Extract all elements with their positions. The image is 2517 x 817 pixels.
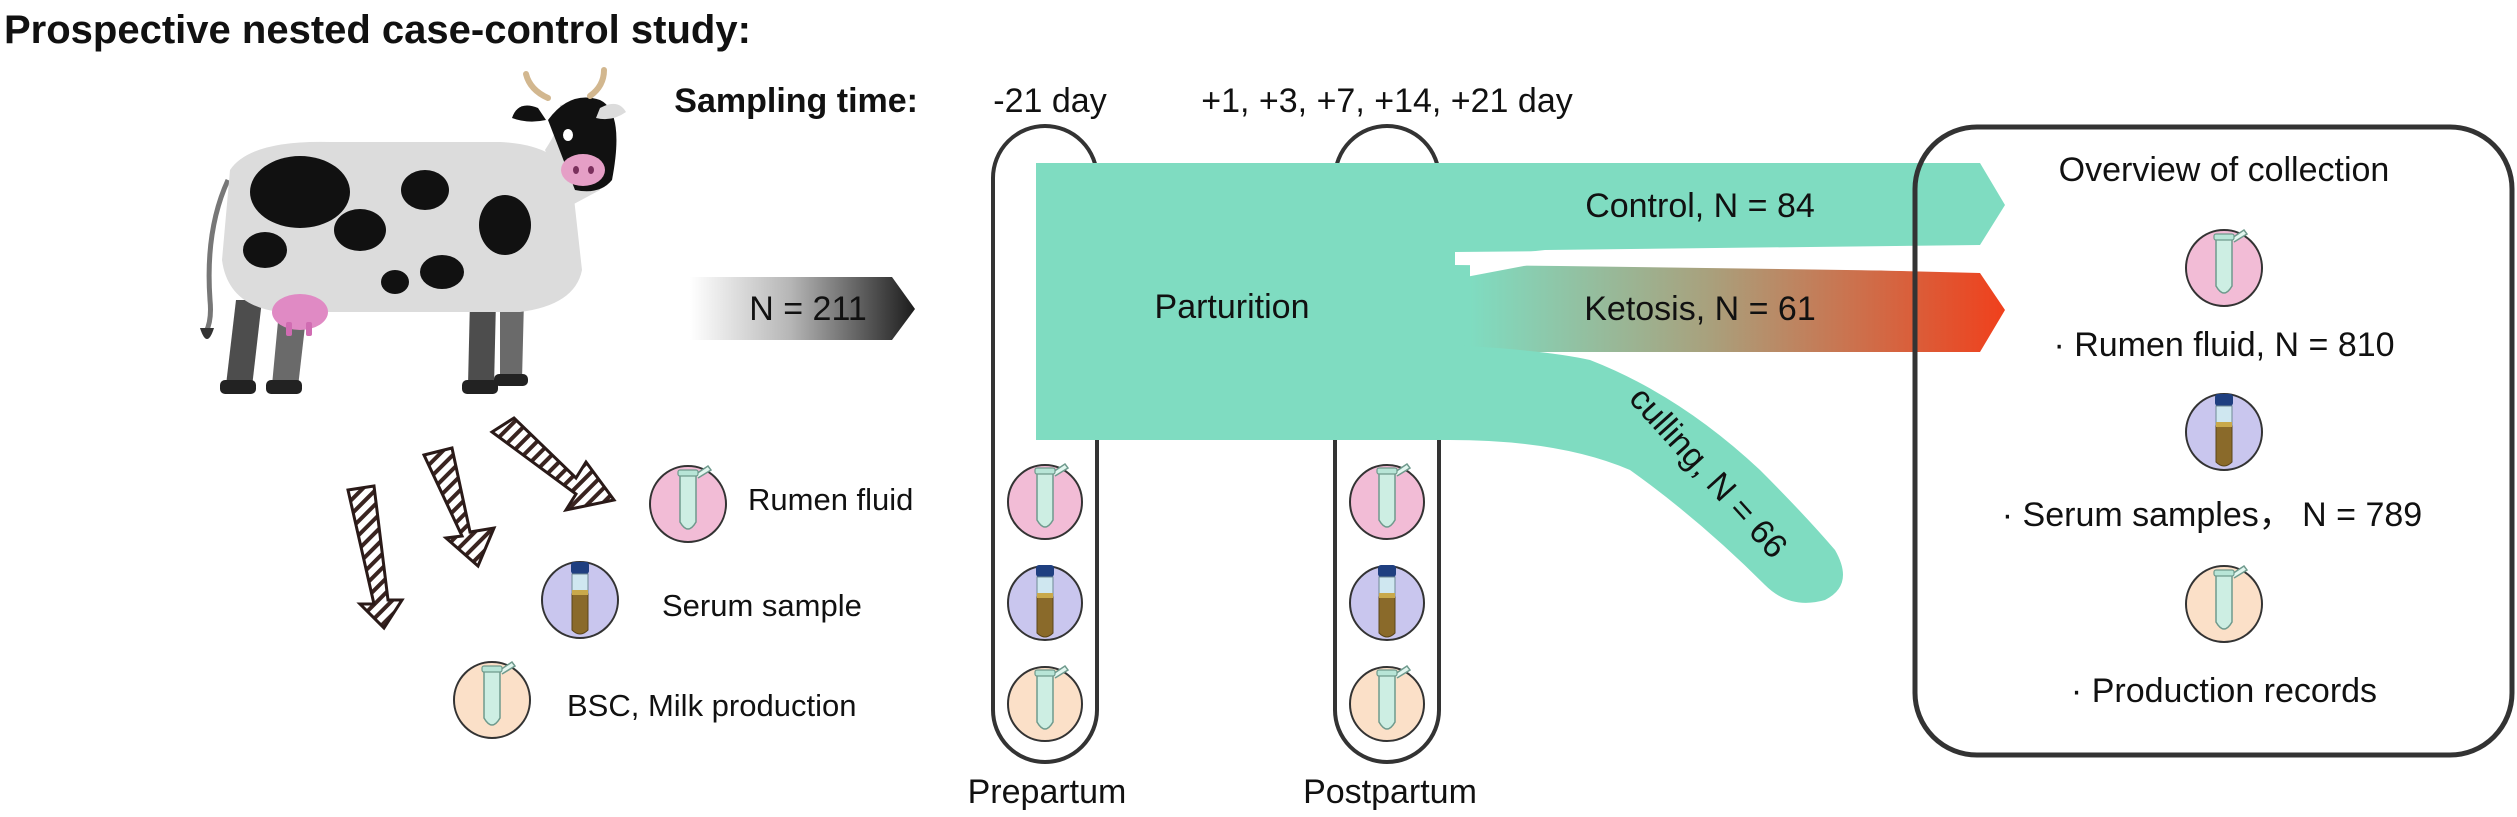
parturition-block: [1036, 163, 1470, 440]
prepartum-label: Prepartum: [968, 773, 1127, 811]
postpartum-sampling-days: +1, +3, +7, +14, +21 day: [1201, 82, 1572, 120]
cow-illustration: [200, 67, 626, 394]
bsc-milk-label: BSC, Milk production: [567, 688, 856, 723]
input-arrow: N = 211: [690, 277, 915, 340]
overview-serum-count: · Serum samples， N = 789: [2002, 496, 2422, 534]
sample-legend-serum: Serum sample: [541, 561, 862, 639]
postpartum-label: Postpartum: [1303, 773, 1477, 811]
parturition-flow: [1036, 163, 2005, 603]
overview-title: Overview of collection: [2059, 151, 2390, 189]
overview-production-records: · Production records: [2071, 672, 2377, 710]
sample-legend-rumen: Rumen fluid: [649, 465, 913, 543]
prepartum-sampling-day: -21 day: [993, 82, 1106, 120]
serum-sample-label: Serum sample: [662, 588, 862, 623]
diagram-title: Prospective nested case-control study:: [4, 8, 751, 52]
prepartum-serum-tube-icon: [1035, 564, 1055, 638]
input-count-label: N = 211: [749, 290, 867, 328]
postpartum-samples: [1349, 463, 1425, 742]
serum-tube-icon: [570, 561, 590, 635]
culling-branch: [1450, 345, 1843, 603]
sampling-time-label: Sampling time:: [674, 82, 918, 120]
control-branch: [1450, 163, 2005, 260]
ketosis-branch-label: Ketosis, N = 61: [1584, 290, 1816, 328]
overview-serum-tube-icon: [2214, 393, 2234, 467]
parturition-label: Parturition: [1155, 288, 1310, 326]
overview-box: [1912, 124, 2515, 758]
overview-rumen-count: · Rumen fluid, N = 810: [2053, 326, 2394, 364]
sample-legend-bsc: BSC, Milk production: [453, 661, 856, 739]
control-branch-label: Control, N = 84: [1585, 187, 1815, 225]
rumen-fluid-label: Rumen fluid: [748, 482, 913, 517]
postpartum-serum-tube-icon: [1377, 564, 1397, 638]
ketosis-branch: [1450, 262, 2005, 352]
hatched-arrows: [346, 416, 617, 631]
prepartum-samples: [1007, 463, 1083, 742]
